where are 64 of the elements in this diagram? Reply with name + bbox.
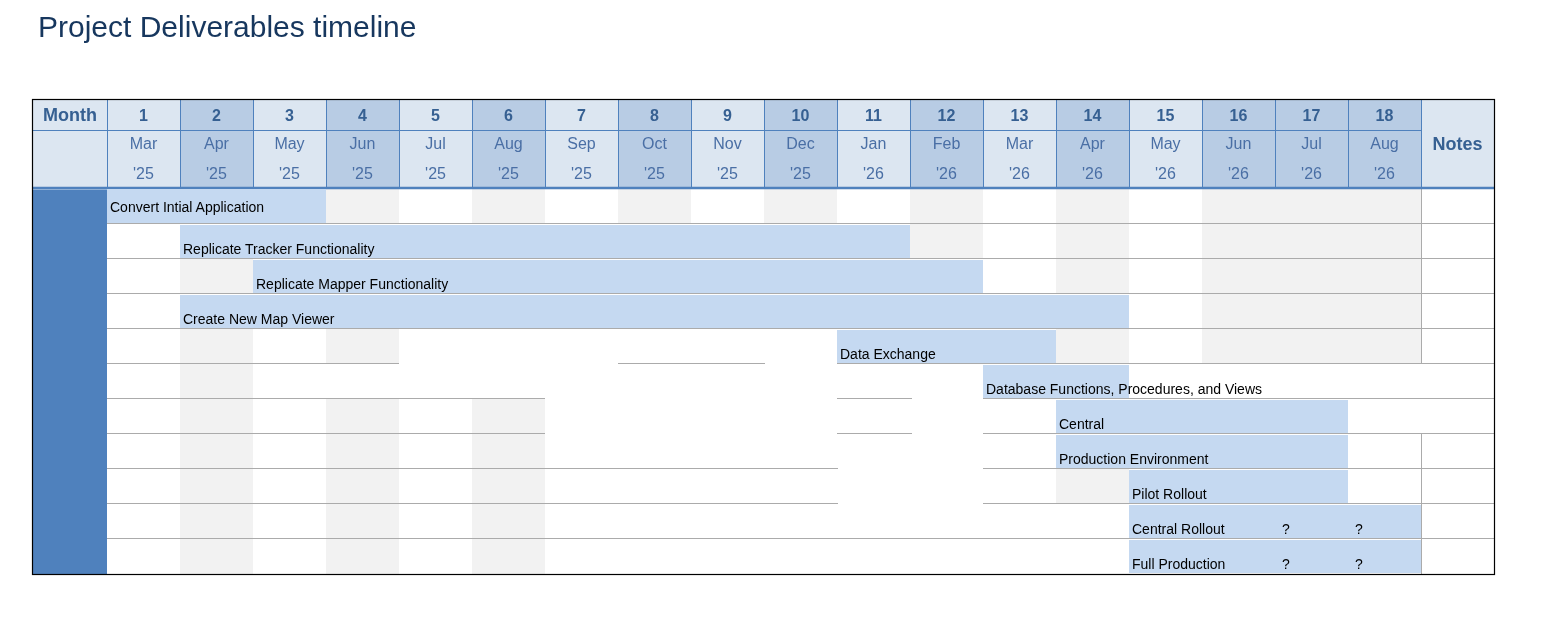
month-label: Dec '25 xyxy=(786,134,815,184)
task-label: Central Rollout xyxy=(1132,521,1225,537)
month-label: Nov '25 xyxy=(713,134,742,184)
month-number: 11 xyxy=(865,105,882,125)
month-label: Apr '26 xyxy=(1080,134,1105,184)
month-label: Jul '25 xyxy=(425,134,446,184)
task-label: Create New Map Viewer xyxy=(183,311,335,327)
month-label: Jun '25 xyxy=(349,134,376,184)
month-number: 10 xyxy=(791,105,810,125)
month-number: 16 xyxy=(1229,105,1248,125)
task-bar xyxy=(1056,400,1348,433)
task-label: Data Exchange xyxy=(840,346,936,362)
month-label: May '26 xyxy=(1150,134,1181,184)
question-mark: ? xyxy=(1282,521,1290,537)
question-mark: ? xyxy=(1355,556,1363,572)
task-label: Pilot Rollout xyxy=(1132,486,1207,502)
task-bar xyxy=(1129,505,1421,538)
month-number: 9 xyxy=(723,105,732,125)
task-bar xyxy=(1056,435,1348,468)
column-header: Month xyxy=(43,104,97,126)
month-number: 12 xyxy=(937,105,956,125)
month-number: 7 xyxy=(577,105,586,125)
month-label: Jul '26 xyxy=(1301,134,1322,184)
question-mark: ? xyxy=(1355,521,1363,537)
month-number: 13 xyxy=(1010,105,1029,125)
task-bar xyxy=(1129,470,1348,503)
month-number: 1 xyxy=(139,105,148,125)
task-bar xyxy=(253,260,983,293)
task-bar xyxy=(837,330,1056,363)
month-label: Mar '25 xyxy=(129,134,158,184)
month-number: 6 xyxy=(504,105,513,125)
task-bar xyxy=(107,189,326,223)
month-label: Mar '26 xyxy=(1005,134,1034,184)
month-number: 18 xyxy=(1375,105,1394,125)
month-label: Jun '26 xyxy=(1225,134,1252,184)
month-label: Oct '25 xyxy=(642,134,667,184)
month-label: May '25 xyxy=(274,134,305,184)
diagram-title: Project Deliverables timeline xyxy=(38,10,417,44)
month-number: 2 xyxy=(212,105,221,125)
month-label: Aug '25 xyxy=(494,134,523,184)
task-label: Database Functions, Procedures, and Views xyxy=(986,381,1262,397)
month-number: 17 xyxy=(1302,105,1321,125)
month-number: 8 xyxy=(650,105,659,125)
task-label: Replicate Tracker Functionality xyxy=(183,241,375,257)
month-label: Jan '26 xyxy=(860,134,887,184)
task-label: Convert Intial Application xyxy=(110,199,265,215)
column-header: Notes xyxy=(1432,133,1483,155)
task-label: Central xyxy=(1059,416,1105,432)
month-label: Aug '26 xyxy=(1370,134,1399,184)
question-mark: ? xyxy=(1282,556,1290,572)
task-label: Full Production xyxy=(1132,556,1226,572)
month-label: Apr '25 xyxy=(204,134,229,184)
task-bar xyxy=(180,295,1129,328)
month-number: 14 xyxy=(1083,105,1102,125)
task-label: Replicate Mapper Functionality xyxy=(256,276,449,292)
month-label: Feb '26 xyxy=(932,134,961,184)
month-number: 3 xyxy=(285,105,294,125)
month-number: 4 xyxy=(358,105,367,125)
task-label: Production Environment xyxy=(1059,451,1209,467)
month-number: 15 xyxy=(1156,105,1175,125)
task-bar xyxy=(1129,540,1421,573)
month-number: 5 xyxy=(431,105,440,125)
month-label: Sep '25 xyxy=(567,134,596,184)
task-bar xyxy=(180,225,910,258)
